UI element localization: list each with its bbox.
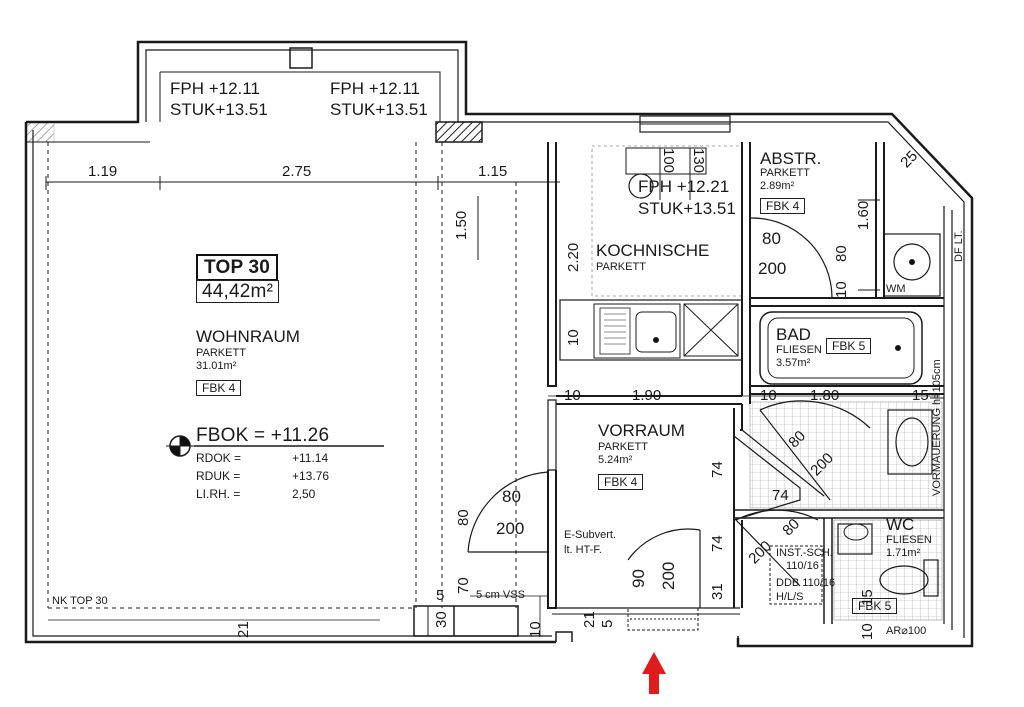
dim-15: 15 <box>912 387 929 404</box>
room-floor-abstr: PARKETT <box>760 167 810 179</box>
unit-title: TOP 30 <box>196 254 278 281</box>
rdok-key: RDOK = <box>196 451 242 465</box>
fbok-level: FBOK = +11.26 <box>196 425 330 446</box>
ddb-label: DDB 110/16 <box>776 577 836 589</box>
vormauerung-label: VORMAUERUNG h=105cm <box>931 359 943 496</box>
room-name-bad: BAD <box>776 325 811 344</box>
rdok-value: +11.14 <box>292 451 329 465</box>
dim-70: 70 <box>455 577 472 594</box>
dim-15-b: 15 <box>859 589 876 606</box>
kitchen-stuk: STUK+13.51 <box>638 199 736 218</box>
nk-label: NK TOP 30 <box>52 595 108 607</box>
dim-80-a: 80 <box>833 245 850 262</box>
door-wohnraum-height: 200 <box>496 519 525 538</box>
lirh-value: 2,50 <box>292 487 316 501</box>
shaft-dim: 110/16 <box>786 560 819 572</box>
balcony-fph-2: FPH +12.11 <box>330 79 420 98</box>
dim-30: 30 <box>433 611 450 628</box>
dim-1-90: 1.90 <box>632 387 662 404</box>
dim-2-75: 2.75 <box>282 163 312 180</box>
hls-label: H/L/S <box>776 591 804 603</box>
room-area-wc: 1.71m² <box>886 547 921 559</box>
dim-1-19: 1.19 <box>88 163 118 180</box>
balcony-railing <box>159 71 441 122</box>
room-floor-wc: FLIESEN <box>886 534 932 546</box>
dim-10-a: 10 <box>565 329 582 346</box>
dim-74-a: 74 <box>709 461 726 478</box>
kitchen-fph: FPH +12.21 <box>638 177 730 196</box>
room-area-vorraum: 5.24m² <box>598 454 633 466</box>
dim-31: 31 <box>709 583 726 600</box>
room-name-vorraum: VORRAUM <box>598 421 685 440</box>
dim-21-b: 21 <box>581 611 598 628</box>
room-area-bad: 3.57m² <box>776 357 811 369</box>
dim-74-b: 74 <box>772 487 789 504</box>
dim-100: 100 <box>660 148 677 174</box>
dim-130: 130 <box>690 148 707 174</box>
door-abstr-width: 80 <box>762 229 781 248</box>
door-entrance-height: 200 <box>659 561 678 590</box>
dim-10-d: 10 <box>760 387 777 404</box>
wm-label: WM <box>886 283 906 295</box>
shaft-label: INST.-SCH. <box>776 547 833 559</box>
dim-10-c: 10 <box>833 281 850 298</box>
dim-10-f: 10 <box>859 623 876 640</box>
dim-80-b: 80 <box>455 509 472 526</box>
dim-74-c: 74 <box>709 535 726 552</box>
vss-label: 5 cm VSS <box>476 589 525 601</box>
door-abstr-height: 200 <box>758 259 787 278</box>
rduk-value: +13.76 <box>292 469 330 483</box>
dim-21-a: 21 <box>235 621 252 638</box>
dim-10-b: 10 <box>564 387 581 404</box>
unit-area: 44,42m² <box>196 280 280 303</box>
room-fbk-wohnraum: FBK 4 <box>196 380 242 396</box>
dim-5-a: 5 <box>436 587 445 604</box>
room-name-abstr: ABSTR. <box>760 149 822 168</box>
dim-1-50: 1.50 <box>453 210 470 240</box>
rduk-key: RDUK = <box>196 469 241 483</box>
lirh-key: LI.RH. = <box>196 487 241 501</box>
room-name-wohnraum: WOHNRAUM <box>196 327 300 346</box>
room-floor-kochnische: PARKETT <box>596 261 646 273</box>
room-area-abstr: 2.89m² <box>760 180 795 192</box>
dim-1-60: 1.60 <box>855 200 872 230</box>
room-area-wohnraum: 31.01m² <box>196 360 237 372</box>
df-lt-label: DF LT. <box>953 230 965 262</box>
door-entrance-width: 90 <box>629 569 648 588</box>
outer-walls <box>24 40 974 648</box>
room-name-kochnische: KOCHNISCHE <box>596 241 710 260</box>
balcony-stuk-2: STUK+13.51 <box>330 100 428 119</box>
dim-5-b: 5 <box>599 619 616 628</box>
room-fbk-wc: FBK 5 <box>852 598 898 614</box>
room-fbk-abstr: FBK 4 <box>760 198 806 214</box>
balcony-fph-1: FPH +12.11 <box>170 79 260 98</box>
room-fbk-vorraum: FBK 4 <box>598 474 644 490</box>
dim-1-80: 1.80 <box>810 387 840 404</box>
balcony-stuk-1: STUK+13.51 <box>170 100 268 119</box>
room-name-wc: WC <box>886 515 915 534</box>
room-floor-bad: FLIESEN <box>776 344 822 356</box>
room-floor-vorraum: PARKETT <box>598 441 648 453</box>
ltht-label: lt. HT-F. <box>564 544 602 556</box>
room-floor-wohnraum: PARKETT <box>196 347 246 359</box>
ar-label: AR⌀100 <box>886 625 927 637</box>
room-fbk-bad: FBK 5 <box>826 338 872 354</box>
door-wohnraum-width: 80 <box>502 487 521 506</box>
dim-1-15: 1.15 <box>478 163 508 180</box>
entrance-arrow-icon <box>642 652 666 694</box>
dim-2-20: 2.20 <box>565 242 582 272</box>
dim-10-e: 10 <box>527 621 544 638</box>
esubvert-label: E-Subvert. <box>564 529 616 541</box>
